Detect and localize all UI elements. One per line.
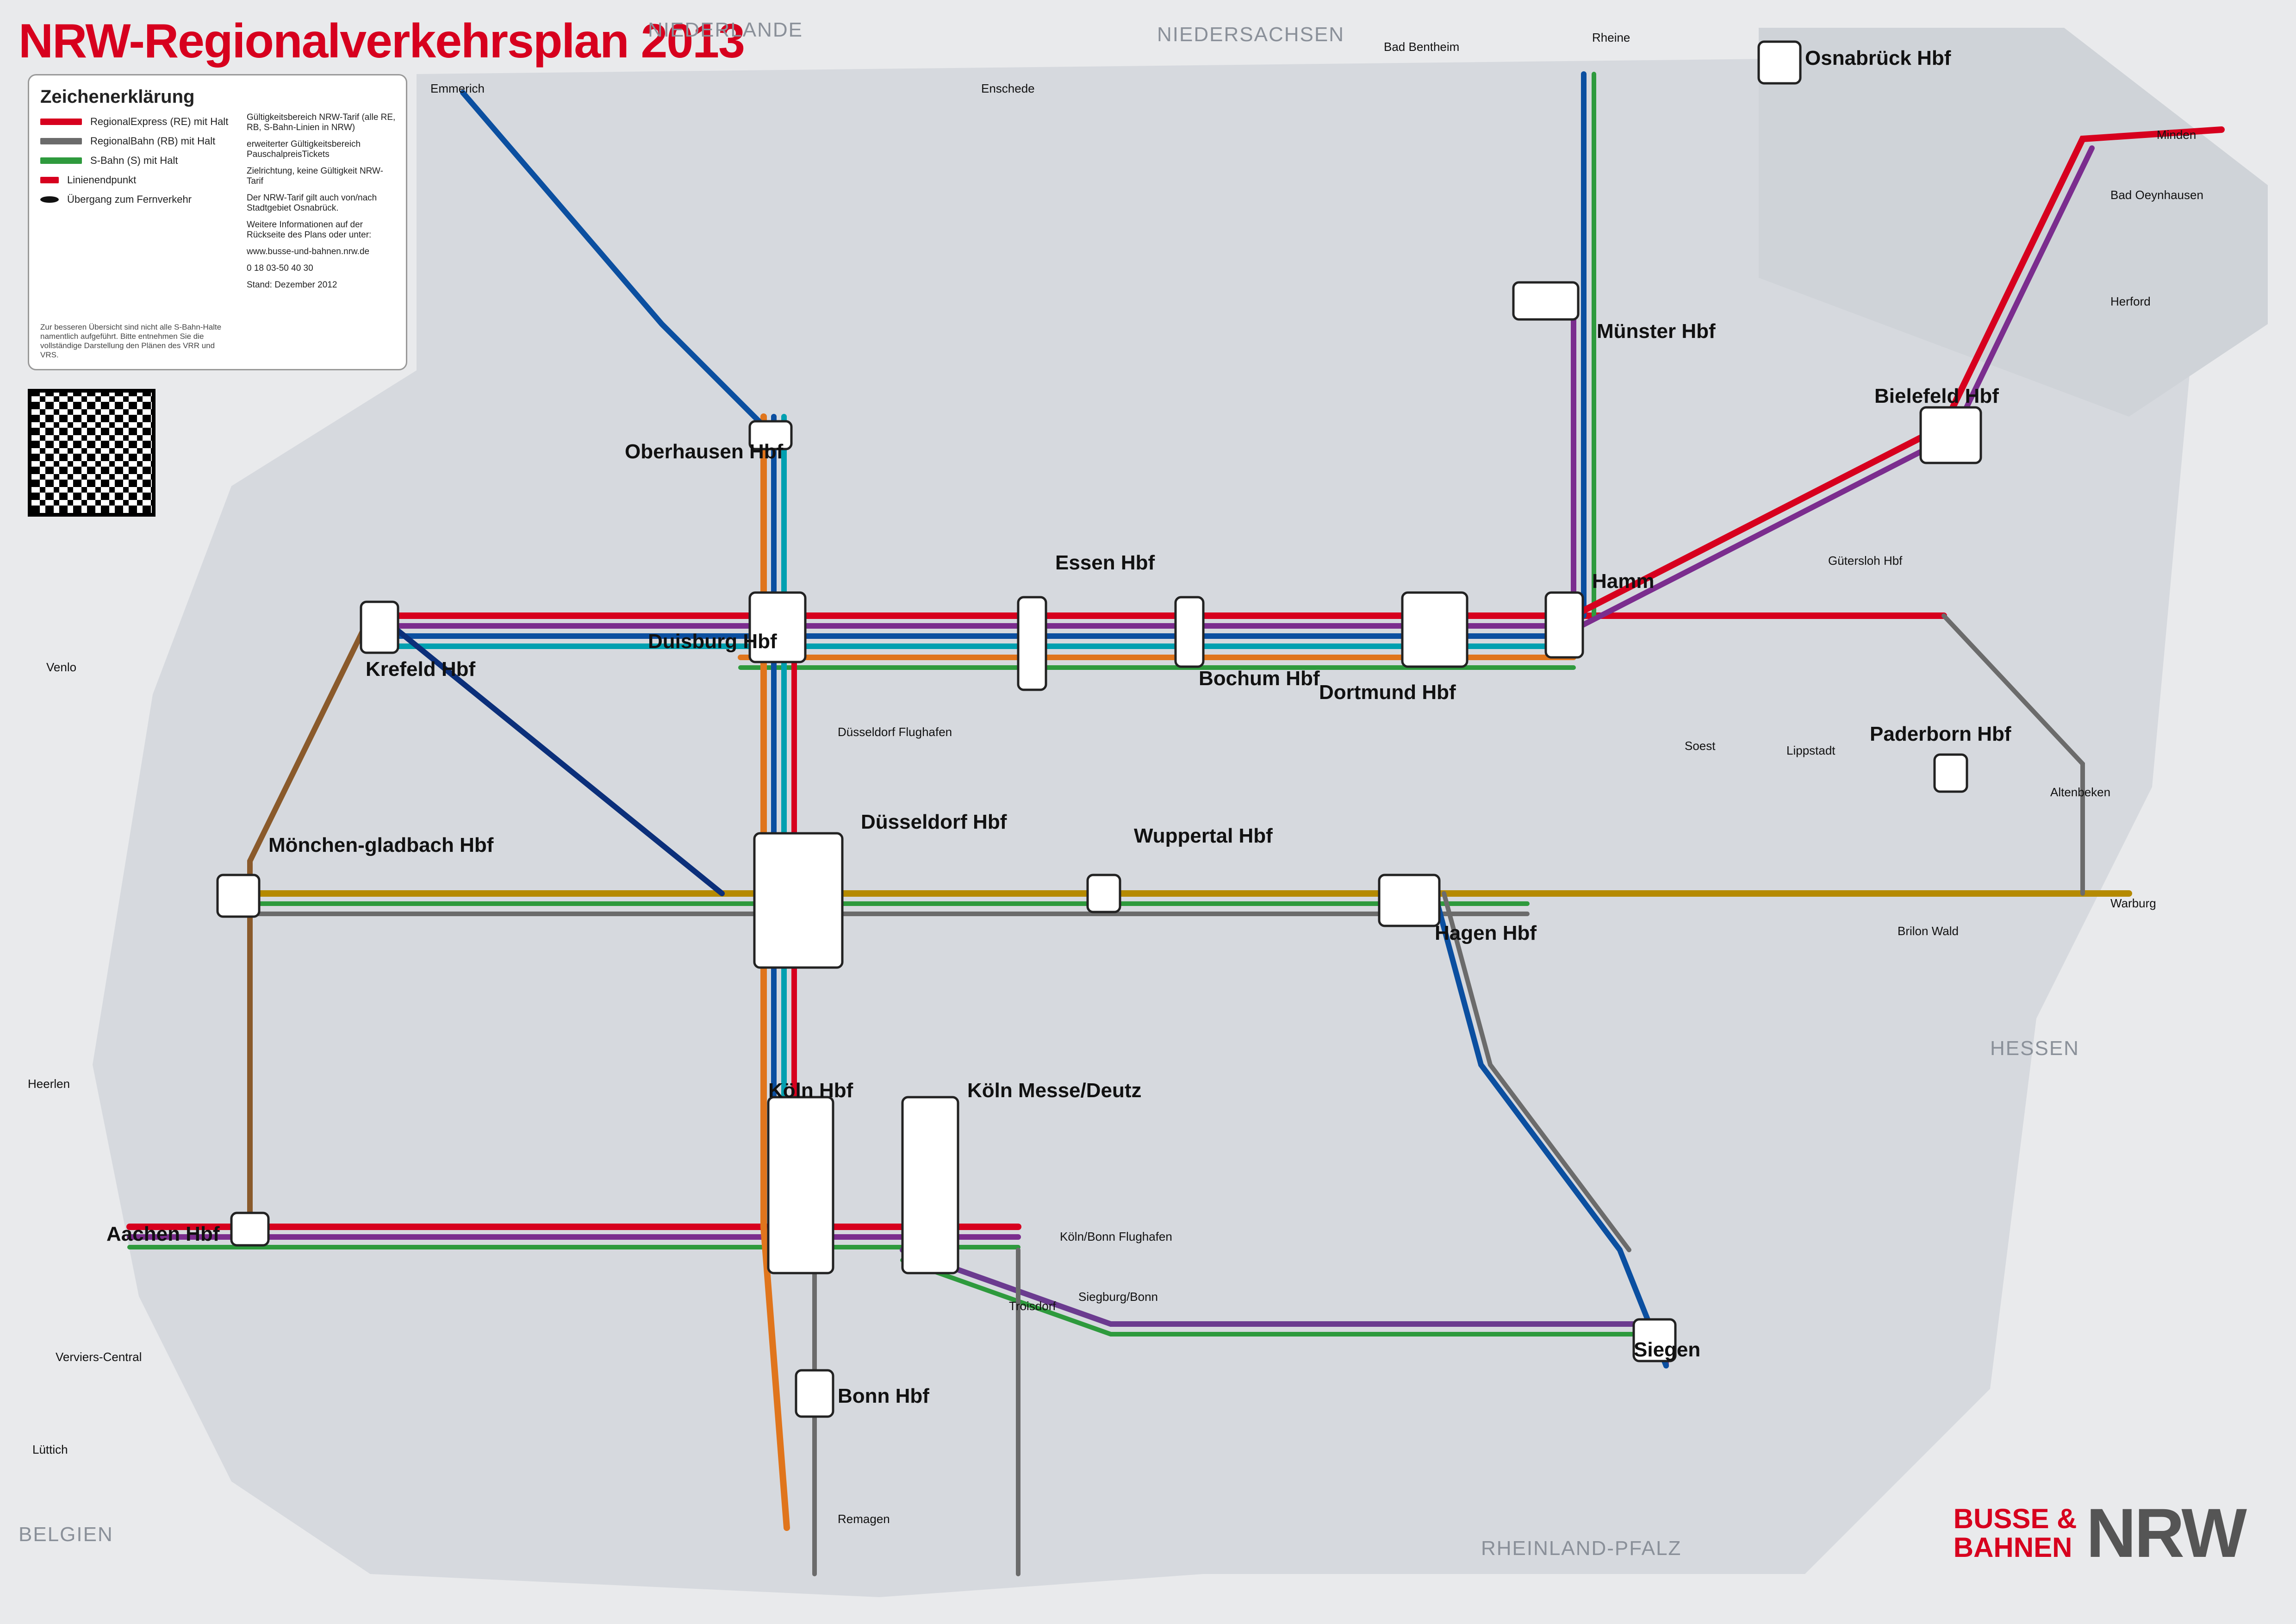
hub-label: Mönchen-gladbach Hbf <box>268 834 494 856</box>
legend-note: Zur besseren Übersicht sind nicht alle S… <box>40 323 222 359</box>
station-label-bad-oeynhausen: Bad Oeynhausen <box>2110 188 2203 202</box>
hub-hagen[interactable]: Hagen Hbf <box>1378 874 1537 944</box>
hub-label: Hamm <box>1592 570 1655 593</box>
legend-item: RegionalBahn (RB) mit Halt <box>40 135 395 147</box>
hub-hamm[interactable]: Hamm <box>1544 570 1655 659</box>
station-label-bad-bentheim: Bad Bentheim <box>1384 40 1459 54</box>
hub-wuppertal[interactable]: Wuppertal Hbf <box>1086 824 1273 913</box>
hub-label: Oberhausen Hbf <box>625 440 784 463</box>
hub-label: Münster Hbf <box>1597 320 1716 343</box>
qr-code[interactable] <box>28 389 156 517</box>
station-label-heerlen: Heerlen <box>28 1077 70 1091</box>
hub-bonn[interactable]: Bonn Hbf <box>795 1369 929 1418</box>
hub-duesseldorf[interactable]: Düsseldorf Hbf <box>753 811 1007 969</box>
legend-info: Gültigkeitsbereich NRW-Tarif (alle RE, R… <box>247 112 399 297</box>
station-label-troisdorf: Troisdorf <box>1009 1299 1056 1313</box>
hub-label: Bochum Hbf <box>1199 667 1320 690</box>
legend-item: Linienendpunkt <box>40 174 395 186</box>
station-label-siegburg: Siegburg/Bonn <box>1078 1290 1158 1304</box>
legend-item: RegionalExpress (RE) mit Halt <box>40 116 395 128</box>
station-label-altenbeken: Altenbeken <box>2050 785 2110 799</box>
region-label: HESSEN <box>1990 1037 2079 1060</box>
legend-panel: Zeichenerklärung RegionalExpress (RE) mi… <box>28 74 407 370</box>
hub-label: Hagen Hbf <box>1435 922 1537 944</box>
hub-bielefeld[interactable]: Bielefeld Hbf <box>1874 385 1999 464</box>
hub-bochum[interactable]: Bochum Hbf <box>1174 596 1320 690</box>
hub-aachen[interactable]: Aachen Hbf <box>106 1212 270 1247</box>
hub-label: Siegen <box>1634 1338 1700 1361</box>
station-label-luettich: Lüttich <box>32 1443 68 1456</box>
hub-muenster[interactable]: Münster Hbf <box>1512 281 1716 343</box>
station-label-warburg: Warburg <box>2110 896 2156 910</box>
legend-item: Übergang zum Fernverkehr <box>40 194 395 206</box>
station-label-guetersloh: Gütersloh Hbf <box>1828 554 1903 568</box>
hub-koeln[interactable]: Köln Hbf <box>767 1079 853 1274</box>
hub-siegen[interactable]: Siegen <box>1632 1318 1700 1362</box>
hub-dortmund[interactable]: Dortmund Hbf <box>1319 591 1468 704</box>
hub-osnabrueck[interactable]: Osnabrück Hbf <box>1757 40 1951 85</box>
region-label: BELGIEN <box>19 1523 113 1546</box>
station-label-herford: Herford <box>2110 294 2151 308</box>
station-label-emmerich: Emmerich <box>430 81 485 95</box>
map-title: NRW-Regionalverkehrsplan 2013 <box>19 14 745 68</box>
website-link[interactable]: www.busse-und-bahnen.nrw.de <box>247 247 370 256</box>
hub-label: Düsseldorf Hbf <box>861 811 1007 833</box>
legend-heading: Zeichenerklärung <box>40 87 195 107</box>
station-label-minden: Minden <box>2157 128 2196 142</box>
hub-label: Krefeld Hbf <box>366 658 475 681</box>
hub-label: Köln Hbf <box>768 1079 853 1102</box>
hub-koeln-deutz[interactable]: Köln Messe/Deutz <box>901 1079 1142 1274</box>
hub-label: Osnabrück Hbf <box>1805 47 1951 69</box>
hub-label: Bonn Hbf <box>838 1385 929 1407</box>
hub-krefeld[interactable]: Krefeld Hbf <box>360 600 475 681</box>
hub-stations: Münster Hbf Bielefeld Hbf Osnabrück Hbf … <box>106 40 2011 1418</box>
station-label-verviers: Verviers-Central <box>56 1350 142 1364</box>
hub-label: Bielefeld Hbf <box>1874 385 1999 407</box>
hub-duisburg[interactable]: Duisburg Hbf <box>648 591 807 663</box>
station-label-duesseldorf-flughafen: Düsseldorf Flughafen <box>838 725 952 739</box>
station-label-enschede: Enschede <box>981 81 1035 95</box>
region-label: NIEDERLANDE <box>648 19 803 41</box>
hub-oberhausen[interactable]: Oberhausen Hbf <box>625 420 793 463</box>
station-label-brilon-wald: Brilon Wald <box>1898 924 1959 938</box>
hub-label: Wuppertal Hbf <box>1134 824 1273 847</box>
hub-label: Essen Hbf <box>1055 551 1155 574</box>
station-label-koeln-bonn-flughafen: Köln/Bonn Flughafen <box>1060 1230 1172 1243</box>
legend-item: S-Bahn (S) mit Halt <box>40 155 395 167</box>
station-label-remagen: Remagen <box>838 1512 890 1526</box>
station-labels: Rheine Minden Herford Gütersloh Hbf Soes… <box>28 31 2203 1526</box>
hub-paderborn[interactable]: Paderborn Hbf <box>1870 723 2011 793</box>
hub-label: Duisburg Hbf <box>648 630 777 653</box>
region-label: NIEDERSACHSEN <box>1157 23 1344 46</box>
hub-essen[interactable]: Essen Hbf <box>1017 551 1155 691</box>
station-label-soest: Soest <box>1685 739 1716 753</box>
hub-label: Dortmund Hbf <box>1319 681 1456 704</box>
hub-moenchengladbach[interactable]: Mönchen-gladbach Hbf <box>216 834 494 918</box>
station-label-lippstadt: Lippstadt <box>1786 743 1836 757</box>
hub-label: Paderborn Hbf <box>1870 723 2011 745</box>
region-label: RHEINLAND-PFALZ <box>1481 1537 1682 1560</box>
hub-label: Aachen Hbf <box>106 1223 220 1245</box>
busse-bahnen-nrw-logo: BUSSE & BAHNEN NRW <box>1953 1494 2247 1572</box>
station-label-venlo: Venlo <box>46 660 76 674</box>
station-label-rheine: Rheine <box>1592 31 1630 44</box>
hub-label: Köln Messe/Deutz <box>967 1079 1142 1102</box>
